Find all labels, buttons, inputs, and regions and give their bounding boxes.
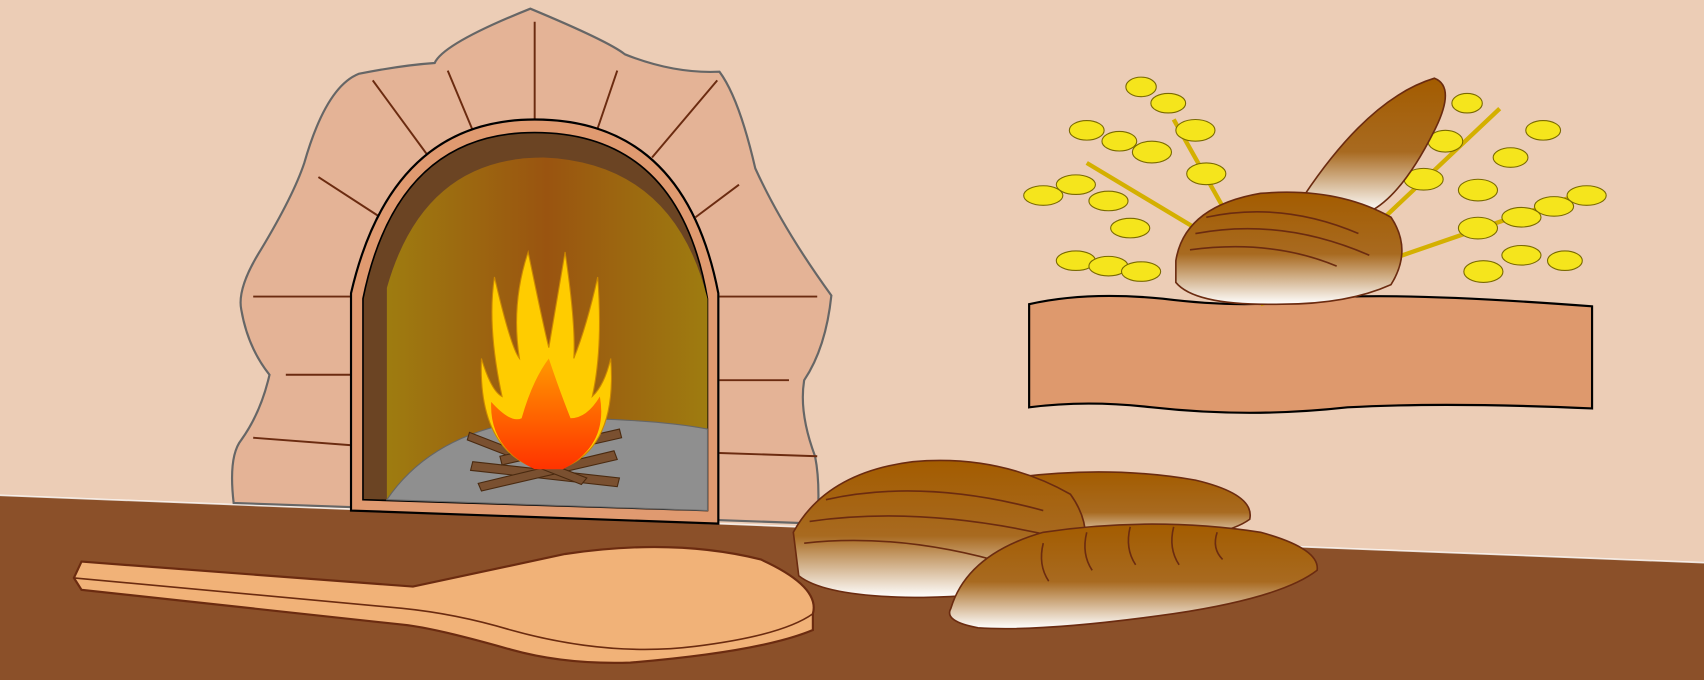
wheat-bundle [1023,76,1607,307]
fire-flames [480,249,612,470]
oven [230,7,833,525]
bread-loaves-table [792,459,1318,630]
baking-peel [72,545,815,664]
banner-sign [1028,294,1594,414]
bread-loaves-sign [1175,77,1447,306]
